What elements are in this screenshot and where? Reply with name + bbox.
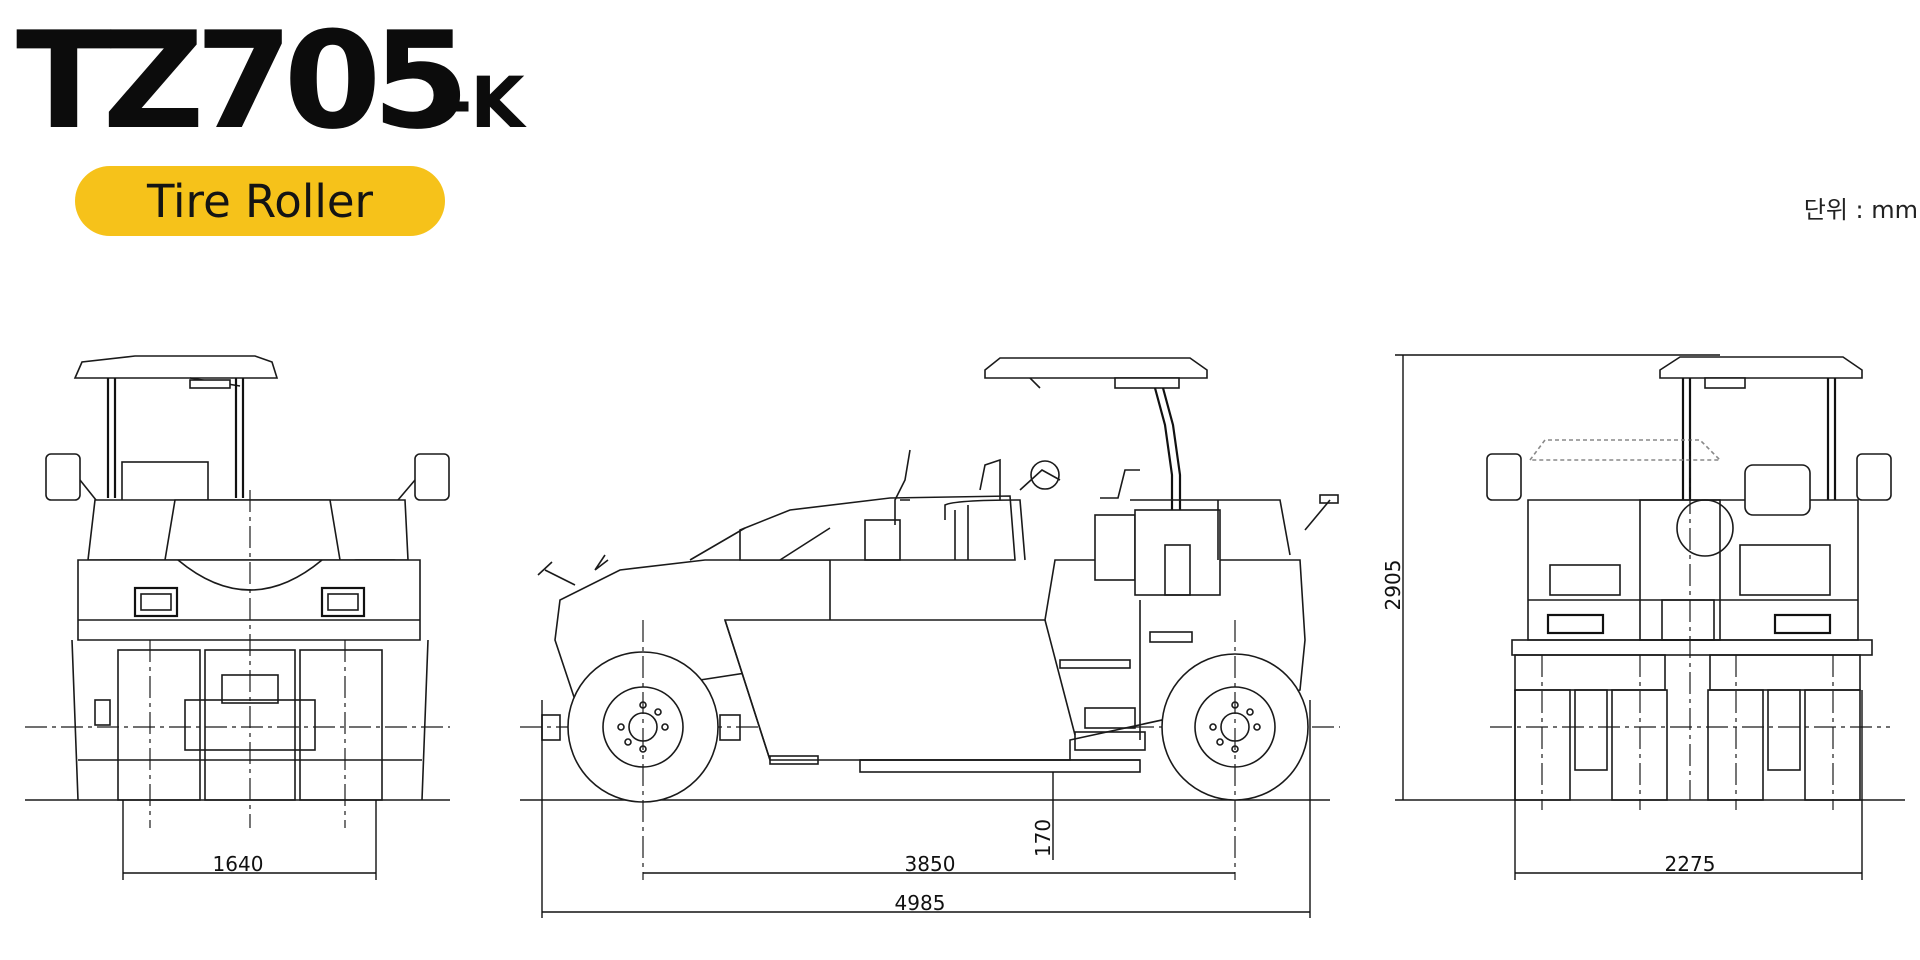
model-title: TZ705-K bbox=[16, 3, 525, 159]
category-badge: Tire Roller bbox=[75, 166, 445, 236]
category-label: Tire Roller bbox=[146, 174, 374, 228]
front-view: 1640 bbox=[25, 355, 450, 880]
dim-wheelbase: 3850 bbox=[905, 852, 956, 876]
model-number: TZ705 bbox=[16, 3, 470, 159]
dim-overall-length: 4985 bbox=[895, 891, 946, 915]
dim-ground-clearance: 170 bbox=[1031, 819, 1055, 857]
dim-overall-height: 2905 bbox=[1381, 560, 1405, 611]
dim-rear-width: 2275 bbox=[1665, 852, 1716, 876]
rear-view: 2905 bbox=[1381, 354, 1905, 880]
dim-front-track: 1640 bbox=[213, 852, 264, 876]
unit-label: 단위 : mm bbox=[1803, 196, 1918, 224]
model-suffix: -K bbox=[443, 62, 524, 144]
side-view: 3850 4985 170 bbox=[520, 357, 1340, 918]
